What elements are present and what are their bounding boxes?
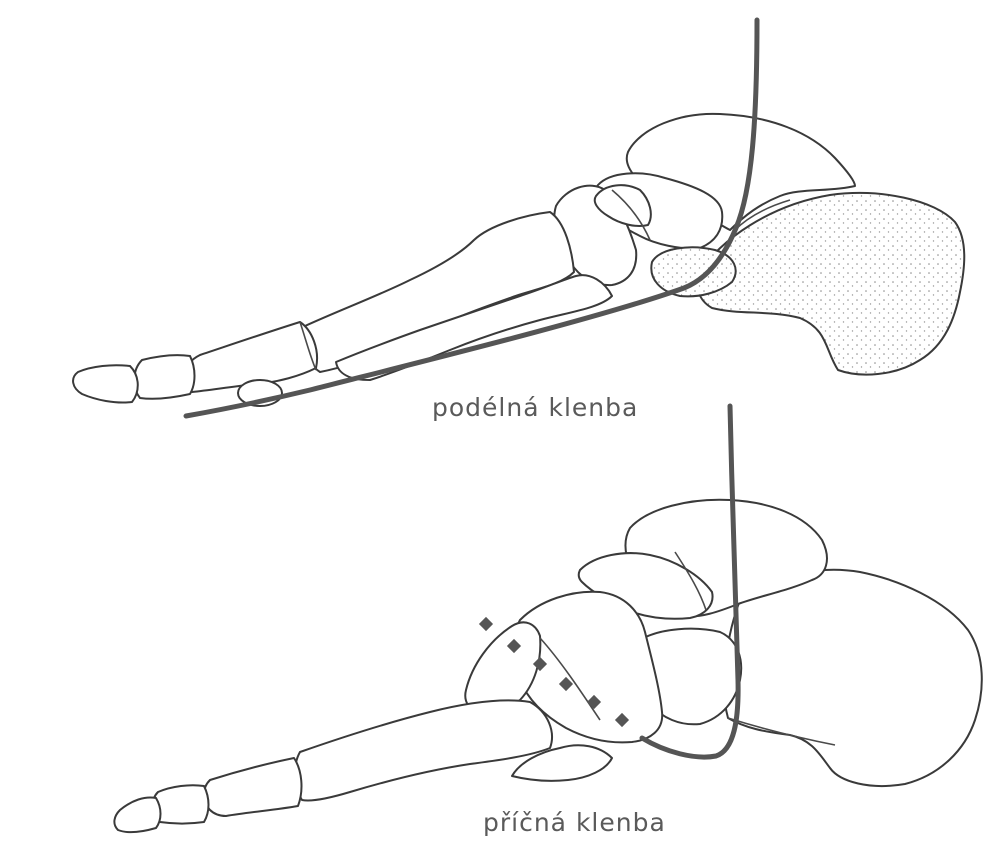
bottom-calcaneus [724,570,982,786]
bottom-medial-cuneiform [465,622,540,712]
arch-dash [479,617,493,631]
top-distal-phalanx [73,365,138,402]
transverse-arch-caption: příčná klenba [483,808,666,837]
bottom-middle-phalanx [153,785,209,823]
top-foot-skeleton [73,114,964,406]
top-middle-phalanx [134,355,194,399]
bottom-foot-skeleton [114,500,981,832]
bottom-proximal-phalanx [204,758,301,816]
bottom-metatarsal [295,700,552,800]
bottom-distal-phalanx [114,798,160,833]
longitudinal-arch-caption: podélná klenba [432,393,638,422]
